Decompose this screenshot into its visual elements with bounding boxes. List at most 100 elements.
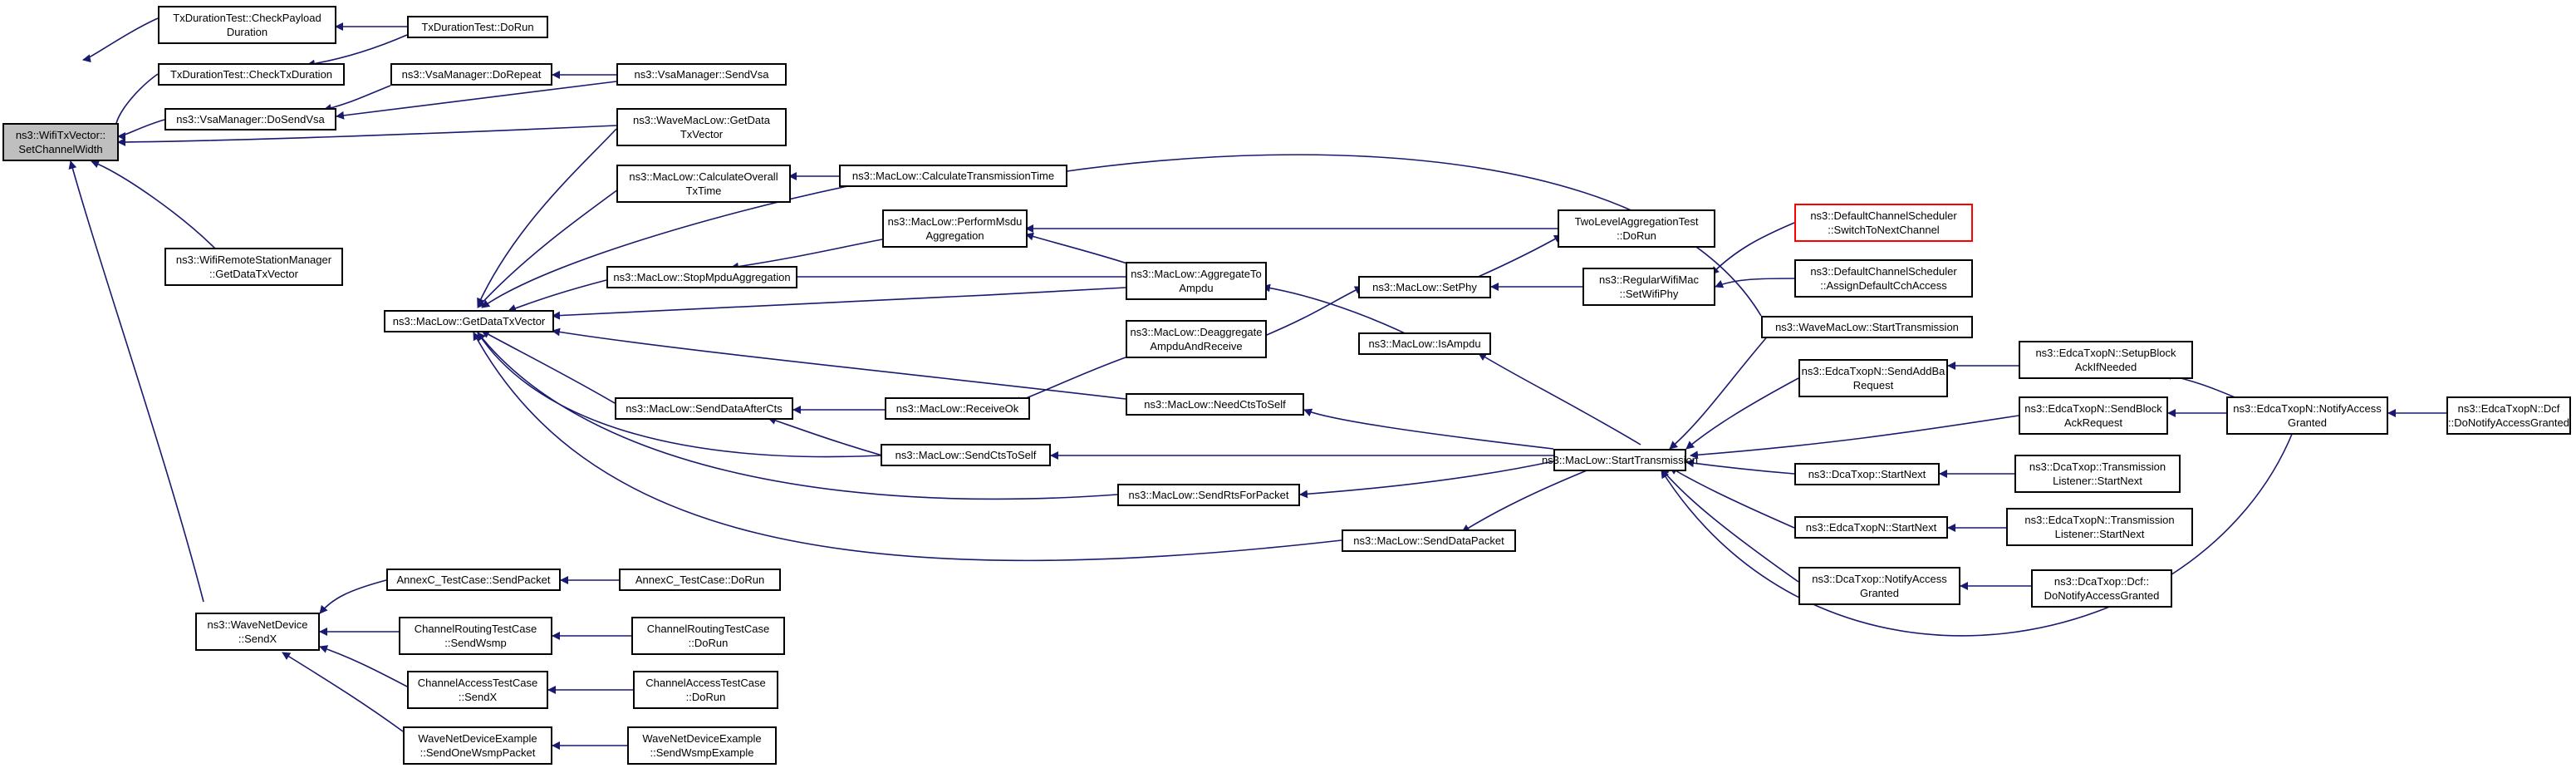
edge-edca-startnext-to-maclow-start-tx	[1669, 466, 1795, 529]
node-label-line: WaveNetDeviceExample	[642, 732, 762, 745]
node-example-send-one[interactable]: WaveNetDeviceExample::SendOneWsmpPacket	[403, 726, 552, 765]
node-maclow-calc-tx[interactable]: ns3::MacLow::CalculateTransmissionTime	[839, 165, 1067, 187]
node-root[interactable]: ns3::WifiTxVector::SetChannelWidth	[2, 123, 119, 161]
node-dca-dcf-notify[interactable]: ns3::DcaTxop::Dcf::DoNotifyAccessGranted	[2031, 569, 2172, 608]
edge-example-send-one-to-wave-sendx	[282, 652, 404, 732]
node-label-line: Granted	[1860, 587, 1899, 599]
node-dca-startnext[interactable]: ns3::DcaTxop::StartNext	[1794, 463, 1940, 485]
node-maclow-stop-mpdu[interactable]: ns3::MacLow::StopMpduAggregation	[606, 266, 797, 288]
edge-maclow-deaggregate-to-receive-ok	[1013, 357, 1126, 405]
node-label-line: ns3::DefaultChannelScheduler	[1810, 209, 1957, 222]
edge-maclow-aggregate-to-perform-msdu	[1025, 232, 1131, 265]
node-maclow-setphy[interactable]: ns3::MacLow::SetPhy	[1358, 276, 1491, 298]
node-txdur-check-tx[interactable]: TxDurationTest::CheckTxDuration	[158, 63, 345, 86]
node-label: ns3::DefaultChannelScheduler::AssignDefa…	[1810, 264, 1956, 293]
node-txdur-dorun[interactable]: TxDurationTest::DoRun	[407, 16, 548, 38]
node-maclow-send-rts[interactable]: ns3::MacLow::SendRtsForPacket	[1117, 484, 1300, 506]
node-maclow-send-data-after-cts[interactable]: ns3::MacLow::SendDataAfterCts	[615, 397, 793, 420]
node-annexc-sendpacket[interactable]: AnnexC_TestCase::SendPacket	[386, 569, 561, 591]
node-maclow-send-cts-self[interactable]: ns3::MacLow::SendCtsToSelf	[881, 444, 1051, 466]
edge-vsa-dorepeat-to-dosendvsa	[323, 85, 391, 112]
edge-dca-startnext-to-maclow-start-tx	[1685, 459, 1795, 475]
node-access-dorun[interactable]: ChannelAccessTestCase::DoRun	[633, 671, 778, 709]
edge-maclow-start-tx-to-send-data-packet	[1461, 463, 1604, 533]
edge-wave-start-tx-to-calc-tx	[1054, 154, 1762, 317]
node-maclow-need-cts[interactable]: ns3::MacLow::NeedCtsToSelf	[1126, 393, 1304, 416]
node-remote-getdata[interactable]: ns3::WifiRemoteStationManager::GetDataTx…	[164, 248, 343, 286]
node-twolevel-dorun[interactable]: TwoLevelAggregationTest::DoRun	[1558, 209, 1715, 248]
node-label-line: Granted	[2288, 416, 2327, 429]
node-label: ns3::WaveNetDevice::SendX	[208, 618, 308, 646]
edge-access-sendx-to-wave-sendx	[319, 645, 408, 687]
edge-maclow-aggregate-to-maclow-getdata	[552, 287, 1126, 320]
node-label-line: AmpduAndReceive	[1150, 340, 1243, 352]
edge-maclow-stop-mpdu-to-maclow-getdata	[508, 279, 607, 313]
node-label-line: ::DoRun	[685, 691, 726, 703]
node-maclow-isampdu[interactable]: ns3::MacLow::IsAmpdu	[1358, 332, 1491, 355]
node-label-line: ns3::MacLow::PerformMsdu	[887, 215, 1023, 228]
node-label-line: ns3::MacLow::AggregateTo	[1131, 268, 1262, 280]
node-label: ns3::MacLow::SendDataAfterCts	[626, 402, 783, 415]
edge-group	[68, 17, 2446, 750]
node-label: ns3::RegularWifiMac::SetWifiPhy	[1599, 273, 1699, 301]
edge-edca-notify-access-to-maclow-start-tx	[1661, 431, 2294, 637]
node-label-line: ns3::DefaultChannelScheduler	[1810, 265, 1957, 278]
node-example-send-wsmp[interactable]: WaveNetDeviceExample::SendWsmpExample	[627, 726, 777, 765]
node-maclow-receive-ok[interactable]: ns3::MacLow::ReceiveOk	[885, 397, 1030, 420]
edge-maclow-start-tx-to-send-rts	[1299, 460, 1554, 499]
node-annexc-dorun[interactable]: AnnexC_TestCase::DoRun	[619, 569, 781, 591]
node-maclow-send-data-packet[interactable]: ns3::MacLow::SendDataPacket	[1342, 529, 1516, 552]
node-wave-sendx[interactable]: ns3::WaveNetDevice::SendX	[195, 613, 320, 651]
node-label-line: ::SendX	[458, 691, 498, 703]
node-label: ns3::WifiTxVector::SetChannelWidth	[16, 128, 105, 156]
node-routing-dorun[interactable]: ChannelRoutingTestCase::DoRun	[631, 617, 785, 655]
node-routing-sendwsmp[interactable]: ChannelRoutingTestCase::SendWsmp	[399, 617, 552, 655]
node-vsa-sendvsa[interactable]: ns3::VsaManager::SendVsa	[616, 63, 787, 86]
node-label-line: ns3::WaveNetDevice	[207, 618, 308, 631]
node-vsa-dorepeat[interactable]: ns3::VsaManager::DoRepeat	[390, 63, 552, 86]
node-label: ChannelRoutingTestCase::SendWsmp	[415, 622, 537, 650]
node-maclow-start-tx[interactable]: ns3::MacLow::StartTransmission	[1542, 449, 1698, 471]
node-maclow-getdata[interactable]: ns3::MacLow::GetDataTxVector	[384, 310, 554, 332]
node-vsa-dosendvsa[interactable]: ns3::VsaManager::DoSendVsa	[164, 108, 336, 130]
node-label: ChannelAccessTestCase::SendX	[418, 676, 538, 704]
node-label-line: ::GetDataTxVector	[209, 268, 298, 280]
node-label-line: Request	[1852, 379, 1894, 391]
node-wave-start-tx[interactable]: ns3::WaveMacLow::StartTransmission	[1761, 316, 1973, 338]
node-default-switch[interactable]: ns3::DefaultChannelScheduler::SwitchToNe…	[1794, 204, 1973, 242]
node-edca-dcf-notify[interactable]: ns3::EdcaTxopN::Dcf::DoNotifyAccessGrant…	[2446, 396, 2571, 435]
node-access-sendx[interactable]: ChannelAccessTestCase::SendX	[407, 671, 548, 709]
node-label: ns3::MacLow::ReceiveOk	[895, 402, 1019, 415]
node-label-line: ::SendWsmp	[444, 637, 507, 649]
node-label: ns3::MacLow::IsAmpdu	[1368, 337, 1481, 350]
node-default-assign[interactable]: ns3::DefaultChannelScheduler::AssignDefa…	[1794, 259, 1973, 298]
node-label-line: ::DoRun	[1617, 229, 1656, 242]
node-label: ns3::DefaultChannelScheduler::SwitchToNe…	[1810, 209, 1956, 237]
node-edca-startnext[interactable]: ns3::EdcaTxopN::StartNext	[1794, 516, 1948, 539]
edge-dca-notify-access-to-maclow-start-tx	[1661, 468, 1799, 583]
node-label: TxDurationTest::DoRun	[421, 21, 534, 33]
node-label-line: ns3::WaveMacLow::GetData	[633, 114, 770, 126]
edge-maclow-send-data-after-cts-to-getdata	[481, 330, 616, 404]
node-regular-setwifiphy[interactable]: ns3::RegularWifiMac::SetWifiPhy	[1582, 268, 1715, 306]
node-label-line: ::SendOneWsmpPacket	[420, 746, 536, 759]
node-label-line: ChannelAccessTestCase	[417, 677, 538, 689]
node-label-line: ns3::EdcaTxopN::SendAddBa	[1801, 365, 1945, 377]
node-label: ns3::DcaTxop::StartNext	[1808, 468, 1926, 480]
